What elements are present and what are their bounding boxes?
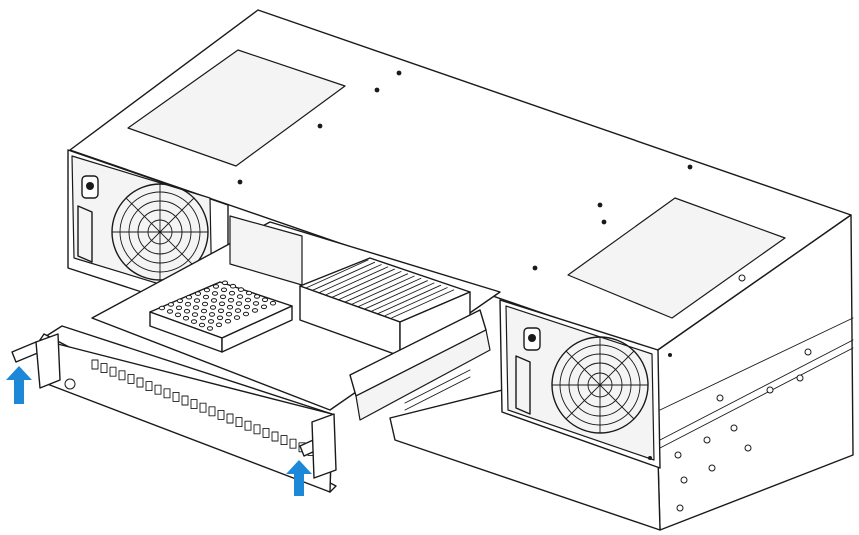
controller-module xyxy=(11,215,501,493)
chassis xyxy=(69,9,854,531)
thumbscrew-left xyxy=(81,175,99,199)
top-panel-right xyxy=(567,197,786,319)
release-arrow-right xyxy=(286,460,312,496)
top-screws xyxy=(237,70,693,271)
handle-right xyxy=(515,355,531,415)
heatsink-perforated xyxy=(149,280,293,353)
heatsink-finned xyxy=(299,257,471,357)
handle-left xyxy=(77,205,93,263)
release-arrow-left xyxy=(6,366,32,404)
release-lever-left xyxy=(11,333,76,390)
release-lever-right xyxy=(299,413,337,479)
fan-left xyxy=(111,183,209,281)
right-rear-bay xyxy=(499,299,672,469)
thumbscrew-right xyxy=(523,327,541,351)
fan-right xyxy=(551,336,649,434)
top-panel-left xyxy=(127,49,346,167)
side-holes xyxy=(674,274,812,512)
